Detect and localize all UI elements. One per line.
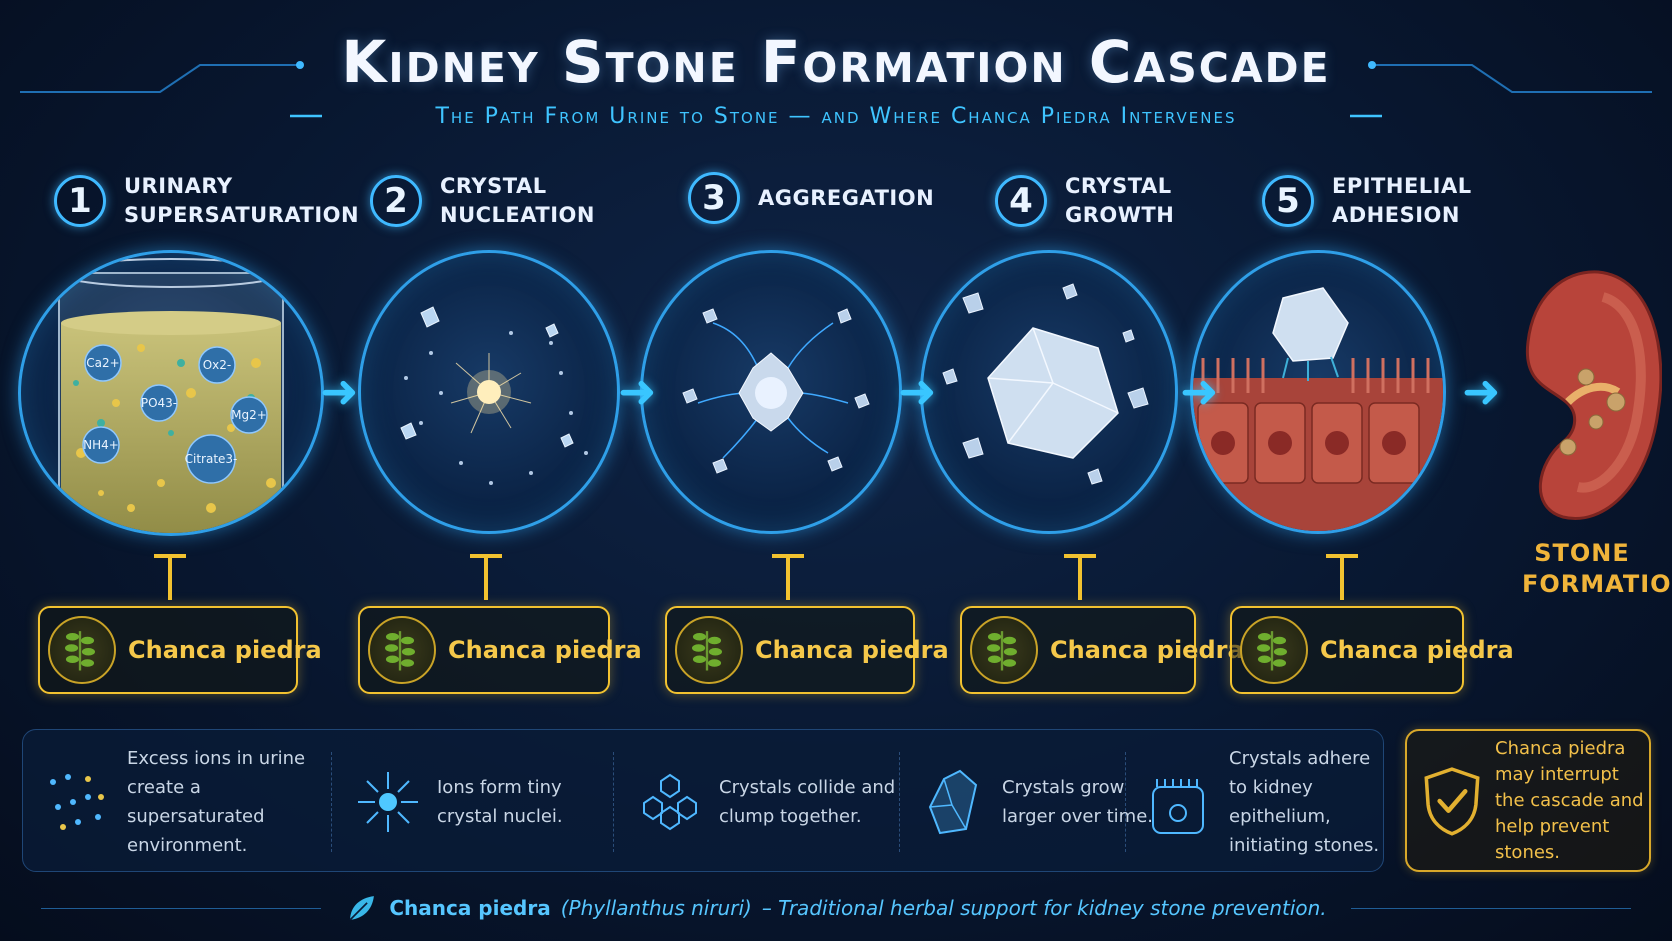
intervention-connector: [154, 554, 186, 600]
step-3-number: 3: [688, 172, 740, 224]
step-descriptions-panel: Excess ions in urine create a supersatur…: [22, 729, 1384, 872]
ions-icon: [50, 773, 104, 830]
prevention-text: Chanca piedra may interrupt the cascade …: [1495, 737, 1644, 863]
step-4-number: 4: [995, 175, 1047, 227]
shield-check-icon: [1424, 766, 1480, 836]
intervention-label: Chanca piedra: [1050, 636, 1244, 664]
intervention-label: Chanca piedra: [1320, 636, 1514, 664]
leaf-icon: [1240, 616, 1308, 684]
intervention-label: Chanca piedra: [128, 636, 322, 664]
flow-arrow-icon: ➜: [618, 364, 657, 418]
description-step-1: Excess ions in urine create a supersatur…: [43, 730, 343, 873]
step-3-title: AGGREGATION: [758, 185, 935, 210]
epithelial-cell-icon: [1152, 778, 1204, 834]
description-step-4: Crystals grow larger over time.: [918, 730, 1158, 873]
intervention-connector: [1326, 554, 1358, 600]
description-text: Crystals grow larger over time.: [1002, 776, 1153, 827]
footer-divider: [41, 907, 322, 909]
step-1-header: 1 URINARY SUPERSATURATION: [54, 172, 360, 230]
step-4-header: 4 CRYSTAL GROWTH: [995, 172, 1175, 230]
page-subtitle: The Path From Urine to Stone — and Where…: [435, 104, 1237, 129]
footer-divider: [1350, 907, 1631, 909]
step-1-illustration: Ca2+ Ox2- PO43- Mg2+ NH4+ Citrate3-: [18, 250, 324, 536]
leaf-icon: [349, 896, 375, 921]
leaf-icon: [970, 616, 1038, 684]
footer-name: Chanca piedra: [389, 896, 551, 920]
step-5-illustration: [1190, 250, 1446, 534]
ion-label: Ca2+: [86, 356, 119, 370]
step-3-header: 3 AGGREGATION: [688, 172, 934, 224]
footer: Chanca piedra (Phyllanthus niruri) – Tra…: [0, 892, 1672, 924]
intervention-box-1: Chanca piedra: [38, 606, 322, 694]
step-2-header: 2 CRYSTAL NUCLEATION: [370, 172, 595, 230]
step-1-number: 1: [54, 175, 106, 227]
leaf-icon: [675, 616, 743, 684]
leaf-icon: [368, 616, 436, 684]
step-4-title: CRYSTAL GROWTH: [1065, 174, 1175, 227]
divider: [331, 752, 332, 852]
intervention-box-4: Chanca piedra: [960, 606, 1244, 694]
outcome-label: STONE FORMATION: [1522, 539, 1672, 598]
leaf-icon: [48, 616, 116, 684]
divider: [899, 752, 900, 852]
intervention-connector: [772, 554, 804, 600]
kidney-icon: [1525, 270, 1662, 520]
step-2-illustration: [358, 250, 620, 534]
step-3-illustration: [640, 250, 902, 534]
step-2-title: CRYSTAL NUCLEATION: [440, 174, 595, 227]
page-title: Kidney Stone Formation Cascade: [341, 28, 1331, 96]
intervention-box-3: Chanca piedra: [665, 606, 949, 694]
ion-label: Citrate3-: [185, 452, 238, 466]
description-text: Ions form tiny crystal nuclei.: [437, 776, 563, 827]
footer-description: – Traditional herbal support for kidney …: [761, 896, 1327, 920]
intervention-connector: [1064, 554, 1096, 600]
description-text: Crystals adhere to kidney epithelium, in…: [1229, 747, 1380, 856]
flow-arrow-icon: ➜: [320, 364, 359, 418]
footer-scientific-name: (Phyllanthus niruri): [560, 896, 752, 920]
divider: [613, 752, 614, 852]
step-5-number: 5: [1262, 175, 1314, 227]
ion-label: PO43-: [141, 396, 177, 410]
flow-arrow-icon: ➜: [898, 364, 937, 418]
description-step-5: Crystals adhere to kidney epithelium, in…: [1145, 730, 1383, 873]
step-4-illustration: [920, 250, 1178, 534]
step-1-title: URINARY SUPERSATURATION: [124, 174, 360, 227]
description-step-3: Crystals collide and clump together.: [635, 730, 905, 873]
large-crystal-icon: [928, 769, 978, 834]
intervention-box-5: Chanca piedra: [1230, 606, 1514, 694]
step-2-number: 2: [370, 175, 422, 227]
intervention-label: Chanca piedra: [755, 636, 949, 664]
description-text: Crystals collide and clump together.: [719, 776, 896, 827]
nucleus-icon: [358, 771, 418, 832]
flow-arrow-icon: ➜: [1462, 364, 1501, 418]
description-step-2: Ions form tiny crystal nuclei.: [353, 730, 613, 873]
intervention-label: Chanca piedra: [448, 636, 642, 664]
prevention-callout: Chanca piedra may interrupt the cascade …: [1405, 729, 1651, 872]
flow-arrow-icon: ➜: [1180, 364, 1219, 418]
ion-label: Mg2+: [231, 408, 267, 422]
step-5-title: EPITHELIAL ADHESION: [1332, 174, 1472, 227]
step-5-header: 5 EPITHELIAL ADHESION: [1262, 172, 1472, 230]
ion-label: Ox2-: [203, 358, 232, 372]
intervention-box-2: Chanca piedra: [358, 606, 642, 694]
divider: [1125, 752, 1126, 852]
ion-label: NH4+: [83, 438, 119, 452]
intervention-connector: [470, 554, 502, 600]
description-text: Excess ions in urine create a supersatur…: [127, 747, 306, 856]
crystal-cluster-icon: [643, 773, 697, 830]
